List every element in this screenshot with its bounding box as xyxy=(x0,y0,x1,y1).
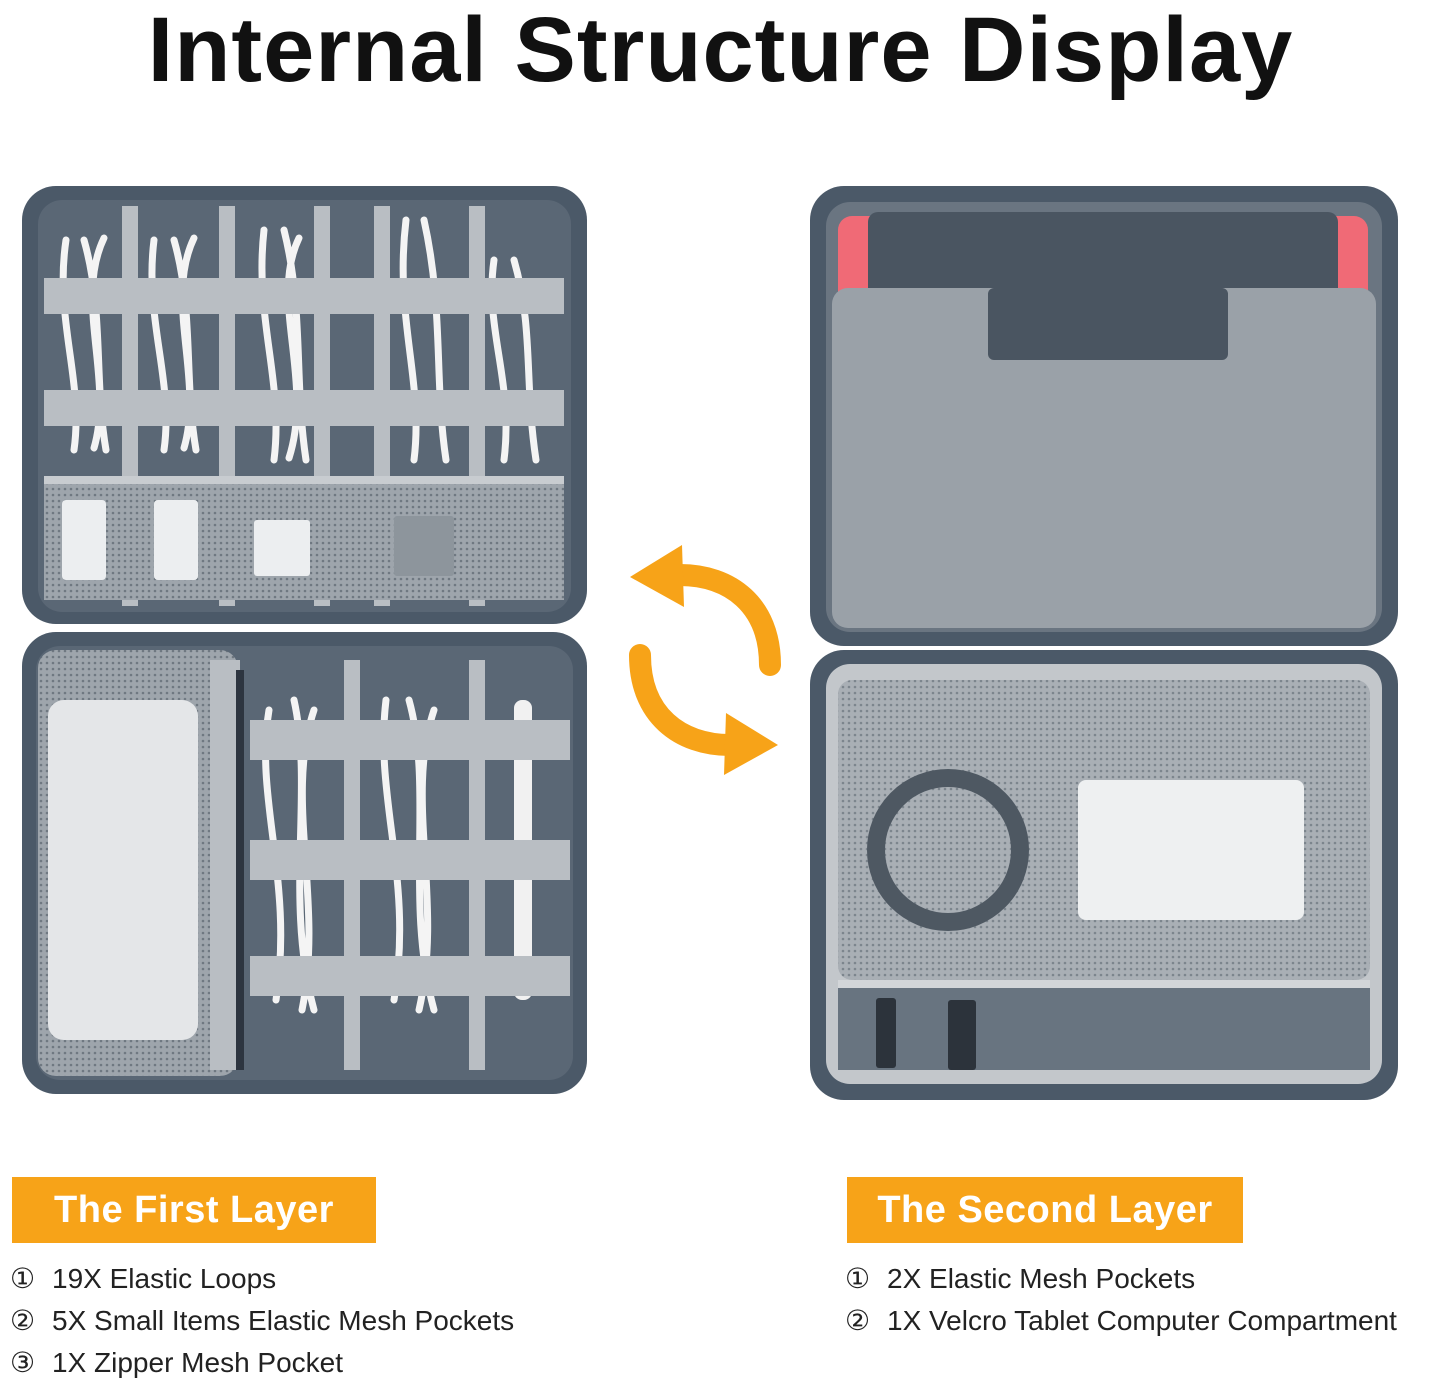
page-title: Internal Structure Display xyxy=(147,0,1294,101)
second-layer-feature-list: ① 2X Elastic Mesh Pockets ② 1X Velcro Tabl… xyxy=(845,1258,1397,1342)
list-item: ① 2X Elastic Mesh Pockets xyxy=(845,1258,1397,1300)
second-layer-badge: The Second Layer xyxy=(847,1177,1243,1243)
item-number: ① xyxy=(845,1263,871,1294)
item-number: ③ xyxy=(10,1347,36,1378)
first-layer-feature-list: ① 19X Elastic Loops ② 5X Small Items Elast… xyxy=(10,1258,514,1384)
first-layer-badge: The First Layer xyxy=(12,1177,376,1243)
list-item: ② 1X Velcro Tablet Computer Compartment xyxy=(845,1300,1397,1342)
second-layer-photo xyxy=(798,180,1418,1100)
item-text: 1X Velcro Tablet Computer Compartment xyxy=(887,1305,1397,1336)
first-layer-photo xyxy=(14,180,594,1100)
item-text: 2X Elastic Mesh Pockets xyxy=(887,1263,1196,1294)
item-number: ② xyxy=(10,1305,36,1336)
item-text: 5X Small Items Elastic Mesh Pockets xyxy=(52,1305,515,1336)
item-number: ② xyxy=(845,1305,871,1336)
item-text: 1X Zipper Mesh Pocket xyxy=(52,1347,344,1378)
item-number: ① xyxy=(10,1263,36,1294)
list-item: ② 5X Small Items Elastic Mesh Pockets xyxy=(10,1300,514,1342)
list-item: ③ 1X Zipper Mesh Pocket xyxy=(10,1342,514,1384)
list-item: ① 19X Elastic Loops xyxy=(10,1258,514,1300)
swap-arrows-icon xyxy=(620,545,790,775)
item-text: 19X Elastic Loops xyxy=(52,1263,277,1294)
